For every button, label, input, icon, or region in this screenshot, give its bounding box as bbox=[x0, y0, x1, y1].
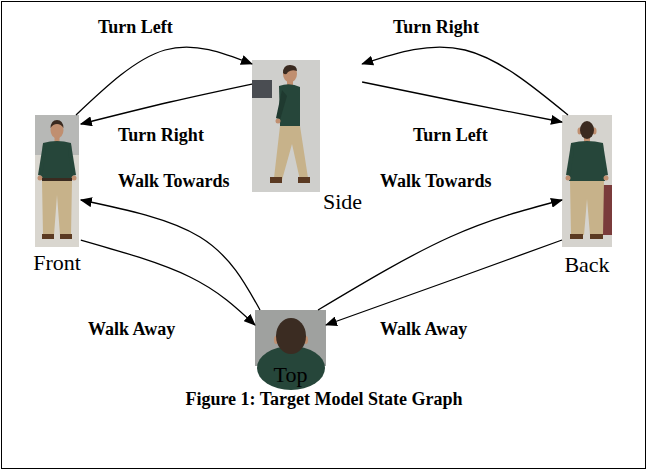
photo-detail bbox=[298, 177, 310, 183]
photo-detail bbox=[566, 176, 571, 181]
photo-detail bbox=[276, 90, 287, 120]
photo-detail bbox=[283, 65, 297, 74]
photo-detail bbox=[42, 178, 72, 181]
transition-arrow bbox=[81, 240, 255, 325]
transition-label: Turn Right bbox=[393, 18, 479, 38]
photo-side bbox=[252, 60, 320, 192]
photo-detail bbox=[72, 176, 77, 181]
photo-detail bbox=[38, 176, 43, 181]
photo-detail bbox=[51, 120, 64, 128]
view-state: Top bbox=[255, 310, 326, 387]
photo-front bbox=[35, 115, 79, 247]
photo-detail bbox=[569, 141, 605, 181]
photo-detail bbox=[42, 234, 54, 239]
view-state: Side bbox=[252, 60, 362, 214]
photo-detail bbox=[276, 318, 306, 354]
photo-detail bbox=[274, 126, 308, 180]
transition-arrow bbox=[81, 84, 252, 124]
transition-label: Walk Away bbox=[88, 320, 175, 340]
photo-detail bbox=[270, 177, 282, 183]
photo-detail bbox=[590, 234, 603, 239]
transition-arrow bbox=[76, 47, 252, 115]
photo-detail bbox=[252, 80, 272, 98]
state-label: Front bbox=[33, 251, 81, 275]
photo-detail bbox=[604, 176, 609, 181]
photo-top bbox=[255, 310, 326, 390]
photo-detail bbox=[570, 181, 604, 235]
transition-arrow bbox=[362, 82, 562, 122]
view-state: Front bbox=[33, 115, 81, 275]
transition-label: Turn Left bbox=[98, 18, 173, 38]
state-label: Top bbox=[274, 363, 308, 387]
photo-detail bbox=[252, 60, 320, 192]
transition-arrow bbox=[318, 200, 562, 310]
transition-label: Turn Right bbox=[118, 126, 204, 146]
transition-label: Walk Towards bbox=[380, 172, 492, 192]
photo-detail bbox=[68, 144, 76, 176]
photo-detail bbox=[35, 115, 79, 247]
photo-detail bbox=[580, 121, 594, 139]
photo-detail bbox=[566, 144, 574, 176]
photo-detail bbox=[283, 66, 297, 83]
transition-arrow bbox=[362, 47, 568, 115]
state-label: Side bbox=[323, 190, 362, 214]
transition-label: Walk Away bbox=[380, 320, 467, 340]
photo-detail bbox=[38, 144, 46, 176]
transition-arrow bbox=[326, 240, 562, 325]
photo-detail bbox=[41, 141, 73, 179]
photo-back bbox=[562, 115, 612, 247]
state-label: Back bbox=[564, 253, 609, 277]
photo-detail bbox=[570, 234, 583, 239]
figure-caption: Figure 1: Target Model State Graph bbox=[185, 390, 462, 410]
photo-detail bbox=[562, 115, 612, 247]
view-state: Back bbox=[562, 115, 612, 277]
photo-detail bbox=[60, 234, 72, 239]
photo-detail bbox=[42, 181, 72, 235]
transition-label: Walk Towards bbox=[118, 172, 230, 192]
transition-arrow bbox=[81, 200, 260, 310]
photo-detail bbox=[600, 144, 608, 176]
transition-label: Turn Left bbox=[413, 126, 488, 146]
photo-detail bbox=[276, 119, 281, 124]
